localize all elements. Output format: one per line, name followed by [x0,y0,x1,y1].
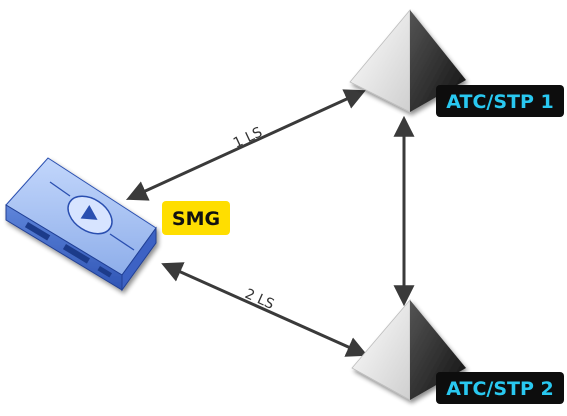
smg-label-tag: SMG [162,201,230,235]
link-smg-stp1-arrow [126,89,366,201]
media-gateway-device-icon [5,157,157,292]
smg-label: SMG [172,208,220,230]
stp2-label-tag: ATC/STP 2 [436,372,564,404]
stp2-label: ATC/STP 2 [446,378,553,400]
link-label-2: 2 LS [242,286,276,313]
link-smg-stp2-arrow [161,262,368,357]
link-label-1: 1 LS [231,124,265,151]
stp1-label: ATC/STP 1 [446,91,553,113]
stp1-label-tag: ATC/STP 1 [436,85,564,117]
